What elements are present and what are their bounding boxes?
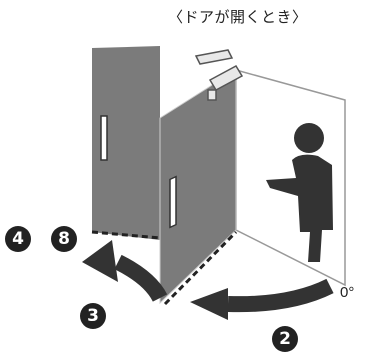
swing-path-right bbox=[163, 230, 238, 306]
person-icon bbox=[266, 123, 333, 262]
diagram-title: 〈ドアが開くとき〉 bbox=[168, 8, 308, 26]
swing-path-left bbox=[91, 230, 161, 240]
door-panel-middle bbox=[159, 69, 237, 305]
door-panel-left bbox=[92, 46, 160, 240]
arrow-swing-close-head bbox=[190, 288, 228, 320]
arrow-swing-open-head bbox=[82, 240, 118, 282]
step-badge-4: 4 bbox=[5, 226, 31, 252]
door-handle-middle bbox=[169, 175, 177, 229]
step-badge-2: 2 bbox=[272, 326, 298, 352]
arrow-swing-close bbox=[227, 278, 334, 313]
angle-label: 0° bbox=[340, 284, 355, 301]
door-handle-left bbox=[100, 115, 108, 161]
door-closer bbox=[194, 49, 244, 101]
step-badge-8: 8 bbox=[51, 226, 77, 252]
arrow-swing-open bbox=[114, 254, 168, 302]
step-badge-3: 3 bbox=[80, 303, 106, 329]
